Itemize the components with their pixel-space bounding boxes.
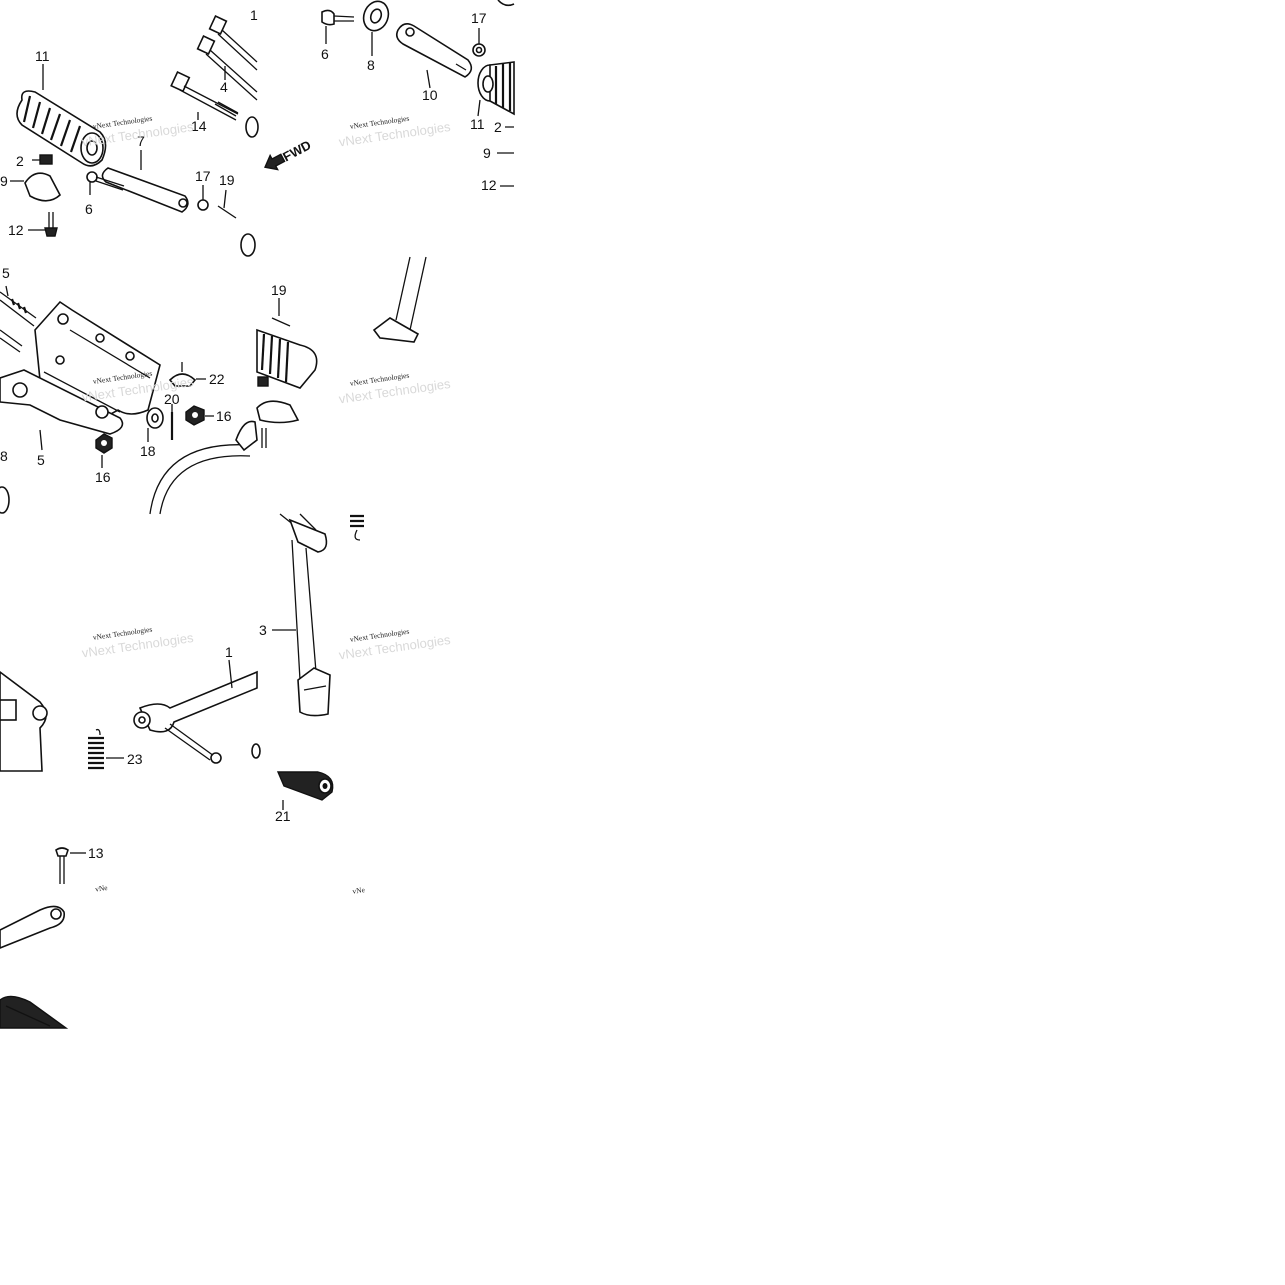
footpeg-rubber: [477, 61, 515, 116]
callout-9: 9: [483, 145, 491, 161]
callout-12: 12: [8, 222, 24, 238]
callout-10: 10: [422, 87, 438, 103]
callout-7: 7: [137, 133, 145, 149]
stand-frame: [149, 444, 251, 515]
washer-edge: [245, 116, 259, 138]
callout-1: 1: [250, 7, 258, 23]
callout-18: 18: [140, 443, 156, 459]
callout-8: 8: [0, 448, 8, 464]
tile-top-left: [10, 15, 259, 257]
callout-12: 12: [481, 177, 497, 193]
callout-22: 22: [209, 371, 225, 387]
callout-19: 19: [219, 172, 235, 188]
callout-17: 17: [195, 168, 211, 184]
callout-9: 9: [0, 173, 8, 189]
tile-bottom-left: [0, 847, 86, 1029]
footpeg-bar: [396, 22, 473, 78]
bolt: [44, 212, 58, 237]
stand-leg: [395, 256, 427, 331]
callout-8: 8: [367, 57, 375, 73]
washer: [197, 199, 209, 211]
tile-mid-left: [0, 285, 258, 515]
callout-14: 14: [191, 118, 207, 134]
callout-5: 5: [2, 265, 10, 281]
callout-17: 17: [471, 10, 487, 26]
cotter-pin: [271, 317, 291, 327]
watermark: vNe: [95, 883, 109, 894]
callout-1: 1: [225, 644, 233, 660]
holder: [256, 400, 300, 424]
side-stand: [291, 539, 331, 717]
bolt: [55, 847, 69, 884]
pedal-rubber: [276, 771, 334, 801]
washer-edge: [240, 233, 256, 257]
fwd-label: FWD: [280, 137, 313, 164]
callout-16: 16: [216, 408, 232, 424]
callout-20: 20: [164, 391, 180, 407]
callout-3: 3: [259, 622, 267, 638]
washer: [146, 407, 164, 429]
callout-11: 11: [35, 48, 50, 64]
pin: [86, 171, 125, 191]
callout-4: 4: [220, 79, 228, 95]
tile-lower-right: [272, 513, 364, 717]
callout-19: 19: [271, 282, 287, 298]
pedal-rubber: [0, 995, 69, 1029]
spring: [350, 514, 364, 541]
footpeg-bracket: [0, 671, 47, 772]
long-bolt: [170, 15, 258, 121]
callout-13: 13: [88, 845, 104, 861]
watermark: vNe: [352, 885, 366, 896]
tile-top-right: FWD: [264, 0, 515, 187]
footpeg-bracket: [0, 300, 161, 435]
footpeg-rubber: [16, 90, 107, 167]
tile-mid-right: [256, 256, 427, 448]
direction-arrow: FWD: [264, 137, 313, 171]
watermarks: vNext Technologies vNext Technologies vN…: [81, 114, 452, 896]
callout-2: 2: [494, 119, 502, 135]
pin: [321, 9, 355, 26]
spring: [88, 728, 104, 770]
callouts: 11 1 4 14 7 2 9 6 17 19 12 6 8 17 10 11 …: [0, 7, 502, 861]
callout-2: 2: [16, 153, 24, 169]
footpeg-rubber: [256, 328, 318, 389]
callout-5: 5: [37, 452, 45, 468]
callout-23: 23: [127, 751, 143, 767]
footpeg-bar: [101, 167, 189, 213]
cap: [39, 154, 53, 165]
callout-6: 6: [321, 46, 329, 62]
washer: [362, 0, 390, 32]
screw: [168, 362, 197, 387]
stand-top: [288, 518, 328, 553]
bolt: [0, 291, 37, 353]
nut: [95, 433, 113, 454]
tile-lower-left: [0, 659, 261, 772]
callout-6: 6: [85, 201, 93, 217]
callout-11: 11: [470, 116, 485, 132]
holder: [24, 172, 61, 202]
stand-arm: [133, 670, 258, 764]
nut: [185, 405, 205, 426]
stand-arm: [0, 905, 66, 949]
callout-21: 21: [275, 808, 291, 824]
callout-16: 16: [95, 469, 111, 485]
cotter-pin: [217, 205, 237, 219]
tile-bottom-right: [276, 771, 334, 810]
